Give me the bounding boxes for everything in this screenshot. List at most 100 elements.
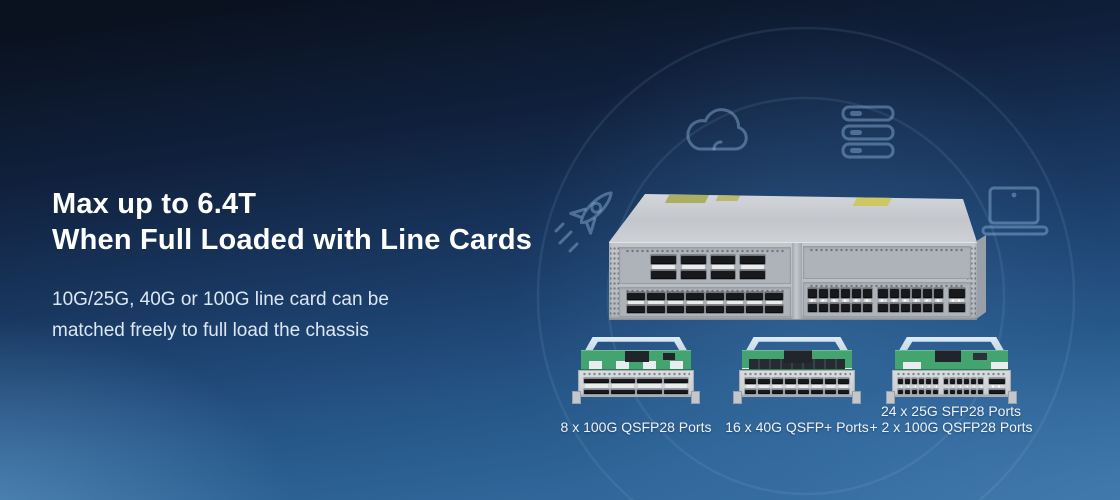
port-cage bbox=[627, 292, 645, 300]
port-cage bbox=[852, 288, 862, 298]
port-module bbox=[863, 288, 873, 312]
linecard-24x25g-sfp28 bbox=[887, 337, 1016, 403]
card-pcb bbox=[742, 350, 852, 371]
port-cage bbox=[666, 305, 685, 313]
port-cage bbox=[950, 388, 956, 394]
port-label-strip bbox=[664, 384, 687, 388]
vent-dots bbox=[809, 284, 965, 288]
port-cage bbox=[651, 270, 676, 279]
port-cage bbox=[978, 378, 984, 384]
linecard-caption-1: 8 x 100G QSFP28 Ports bbox=[516, 404, 756, 435]
port-label-strip bbox=[853, 298, 861, 302]
port-cage bbox=[771, 378, 783, 384]
port-cage bbox=[819, 302, 829, 312]
port-module bbox=[932, 378, 938, 394]
port-label-strip bbox=[838, 384, 848, 388]
port-label-strip bbox=[681, 265, 705, 269]
port-cage bbox=[610, 378, 635, 383]
port-cage bbox=[989, 388, 1006, 394]
port-label-strip bbox=[707, 301, 723, 304]
vent-dots bbox=[896, 372, 1007, 376]
port-module bbox=[889, 288, 899, 312]
port-cage bbox=[925, 378, 931, 384]
cloud-icon bbox=[686, 108, 748, 151]
port-cage bbox=[651, 255, 676, 264]
port-cage bbox=[948, 288, 965, 298]
port-cage bbox=[824, 388, 836, 394]
port-module bbox=[904, 378, 910, 394]
port-label-strip bbox=[647, 301, 664, 304]
port-module bbox=[950, 378, 956, 394]
port-module bbox=[824, 378, 836, 394]
port-cage bbox=[830, 288, 840, 298]
card-front-panel bbox=[578, 370, 694, 397]
port-cage bbox=[841, 288, 851, 298]
qsfp-port-module bbox=[948, 288, 965, 312]
qsfp28-port-grid bbox=[651, 255, 765, 279]
port-cage bbox=[922, 288, 932, 298]
port-cage bbox=[740, 255, 765, 264]
port-label-strip bbox=[825, 384, 835, 388]
port-cage bbox=[637, 378, 662, 383]
port-cage bbox=[758, 388, 770, 394]
port-cage bbox=[837, 378, 849, 384]
port-label-strip bbox=[638, 384, 661, 388]
chassis-slot-qsfp-plus bbox=[619, 287, 791, 317]
port-module bbox=[610, 378, 635, 394]
port-cage bbox=[666, 292, 685, 300]
card-port-grid bbox=[898, 378, 1006, 394]
port-cage bbox=[971, 378, 977, 384]
port-module bbox=[745, 378, 757, 394]
port-label-strip bbox=[933, 384, 937, 388]
caption-line: 16 x 40G QSFP+ Ports bbox=[725, 418, 869, 435]
port-label-strip bbox=[905, 384, 909, 388]
card-port-grid bbox=[745, 378, 849, 394]
port-cage bbox=[964, 388, 970, 394]
port-module bbox=[878, 288, 888, 312]
port-cage bbox=[933, 302, 943, 312]
port-label-strip bbox=[746, 301, 763, 304]
port-module bbox=[745, 292, 764, 313]
port-cage bbox=[989, 378, 1006, 384]
port-label-strip bbox=[585, 384, 608, 388]
port-cage bbox=[680, 270, 706, 279]
card-pcb bbox=[581, 350, 691, 371]
port-label-strip bbox=[890, 298, 898, 302]
decor-ring-inner bbox=[606, 96, 1006, 496]
chassis-center-divider bbox=[792, 243, 802, 319]
port-cage bbox=[878, 288, 888, 298]
port-module bbox=[584, 378, 609, 394]
chassis-mount-ear-left bbox=[610, 246, 619, 316]
port-label-strip bbox=[652, 265, 675, 269]
linecard-caption-2: 16 x 40G QSFP+ Ports bbox=[677, 404, 917, 435]
port-cage bbox=[925, 388, 931, 394]
port-cage bbox=[584, 389, 609, 394]
card-front-panel bbox=[739, 370, 855, 397]
port-module bbox=[837, 378, 849, 394]
port-label-strip bbox=[934, 298, 942, 302]
port-cage bbox=[978, 388, 984, 394]
linecard-16x40g-qsfp-plus bbox=[734, 337, 860, 403]
port-module bbox=[680, 255, 706, 279]
port-cage bbox=[863, 288, 873, 298]
port-module bbox=[900, 288, 910, 312]
port-label-strip bbox=[919, 384, 923, 388]
card-ear bbox=[692, 392, 699, 403]
port-module bbox=[627, 292, 645, 313]
port-module bbox=[808, 288, 818, 312]
port-cage bbox=[798, 388, 810, 394]
port-cage bbox=[686, 292, 704, 300]
port-module bbox=[922, 288, 932, 312]
port-module bbox=[663, 378, 688, 394]
chassis-front-panel bbox=[609, 242, 977, 320]
port-cage bbox=[911, 288, 921, 298]
port-cage bbox=[745, 388, 757, 394]
port-cage bbox=[765, 305, 783, 313]
port-cage bbox=[811, 388, 823, 394]
port-cage bbox=[948, 302, 965, 312]
port-cage bbox=[922, 302, 932, 312]
